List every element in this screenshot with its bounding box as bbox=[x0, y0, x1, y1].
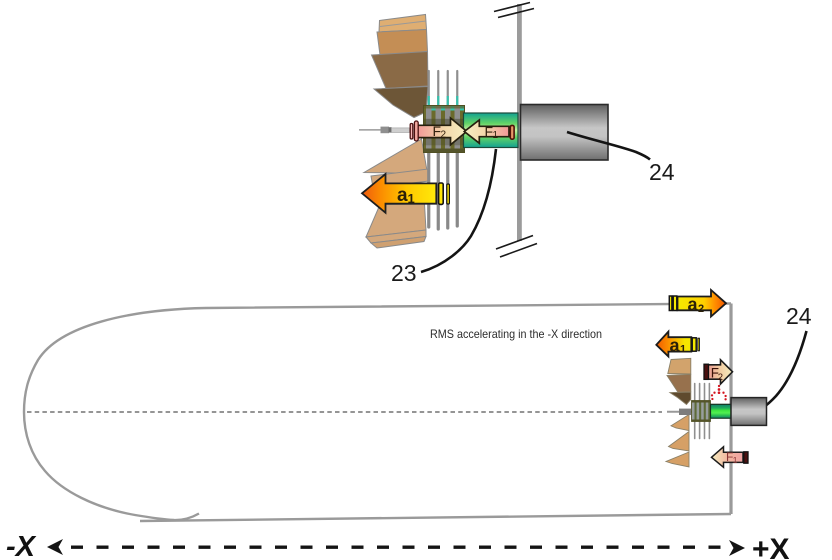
svg-text:1: 1 bbox=[680, 343, 686, 355]
svg-text:-X: -X bbox=[6, 531, 37, 560]
svg-text:23: 23 bbox=[391, 260, 417, 286]
svg-text:1: 1 bbox=[733, 455, 738, 465]
svg-text:24: 24 bbox=[786, 303, 812, 329]
svg-text:2: 2 bbox=[718, 372, 723, 383]
svg-text:+X: +X bbox=[752, 533, 790, 560]
svg-text:F: F bbox=[433, 123, 442, 139]
svg-text:1: 1 bbox=[408, 191, 415, 206]
svg-text:1: 1 bbox=[493, 130, 499, 141]
svg-text:a: a bbox=[670, 335, 681, 355]
svg-text:F: F bbox=[485, 124, 494, 140]
svg-text:a: a bbox=[688, 295, 699, 315]
svg-text:F: F bbox=[711, 366, 719, 381]
svg-text:2: 2 bbox=[441, 130, 447, 141]
svg-text:2: 2 bbox=[698, 303, 704, 315]
svg-text:a: a bbox=[397, 185, 408, 206]
svg-text:RMS accelerating in the -X dir: RMS accelerating in the -X direction bbox=[430, 327, 602, 341]
svg-text:24: 24 bbox=[649, 159, 675, 185]
svg-text:F: F bbox=[726, 450, 733, 464]
